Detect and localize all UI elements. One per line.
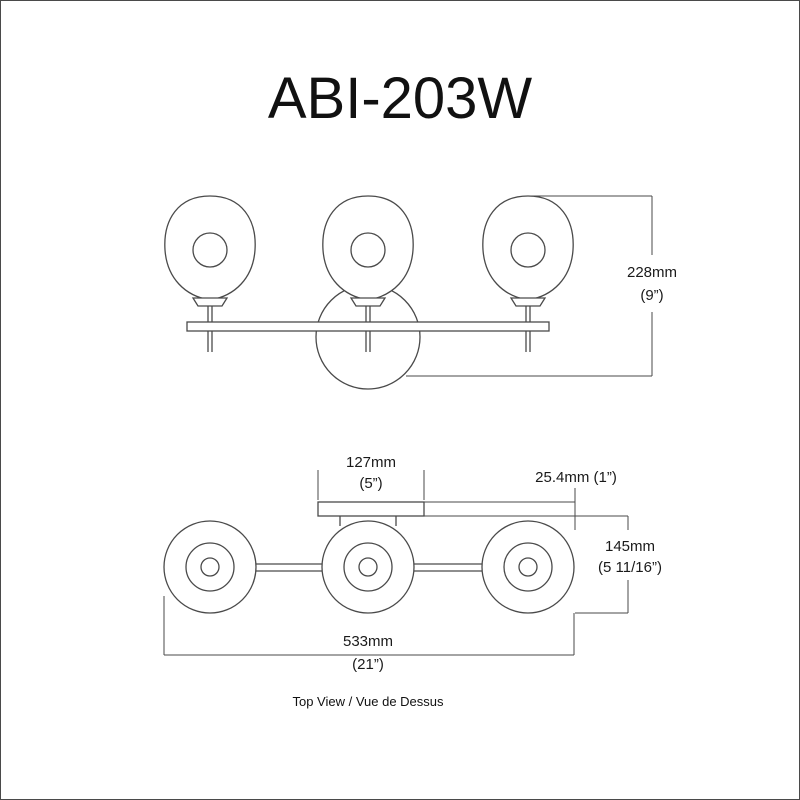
front-shade-left <box>164 195 256 307</box>
page-title: ABI-203W <box>268 66 533 131</box>
backplate-width-dimension <box>317 470 425 500</box>
top-shade-right <box>481 520 575 614</box>
top-backplate <box>317 501 425 517</box>
extension-dimension <box>575 515 629 614</box>
extension-mm-label: 145mm <box>605 538 655 555</box>
backplate-width-in-label: (5”) <box>359 475 382 492</box>
backplate-width-mm-label: 127mm <box>346 454 396 471</box>
bulb-left <box>192 232 228 268</box>
top-view-caption: Top View / Vue de Dessus <box>292 694 444 709</box>
height-in-label: (9”) <box>640 287 663 304</box>
extension-in-label: (5 11/16”) <box>598 559 662 576</box>
front-view: 228mm (9”) <box>164 195 677 390</box>
backplate-depth-dimension <box>424 488 576 530</box>
front-shade-center <box>322 195 414 307</box>
height-dimension <box>406 195 653 377</box>
height-mm-label: 228mm <box>627 264 677 281</box>
top-shade-center <box>321 520 415 614</box>
bulb-right <box>510 232 546 268</box>
backplate-depth-label: 25.4mm (1”) <box>535 469 617 486</box>
total-width-mm-label: 533mm <box>343 633 393 650</box>
top-shade-left <box>163 520 257 614</box>
total-width-in-label: (21”) <box>352 656 384 673</box>
front-shade-right <box>482 195 574 307</box>
total-width-dimension <box>163 596 575 656</box>
top-view: 127mm (5”) 25.4mm (1”) 145mm (5 11/16”) … <box>163 454 662 709</box>
bulb-center <box>350 232 386 268</box>
front-bar <box>186 321 550 332</box>
